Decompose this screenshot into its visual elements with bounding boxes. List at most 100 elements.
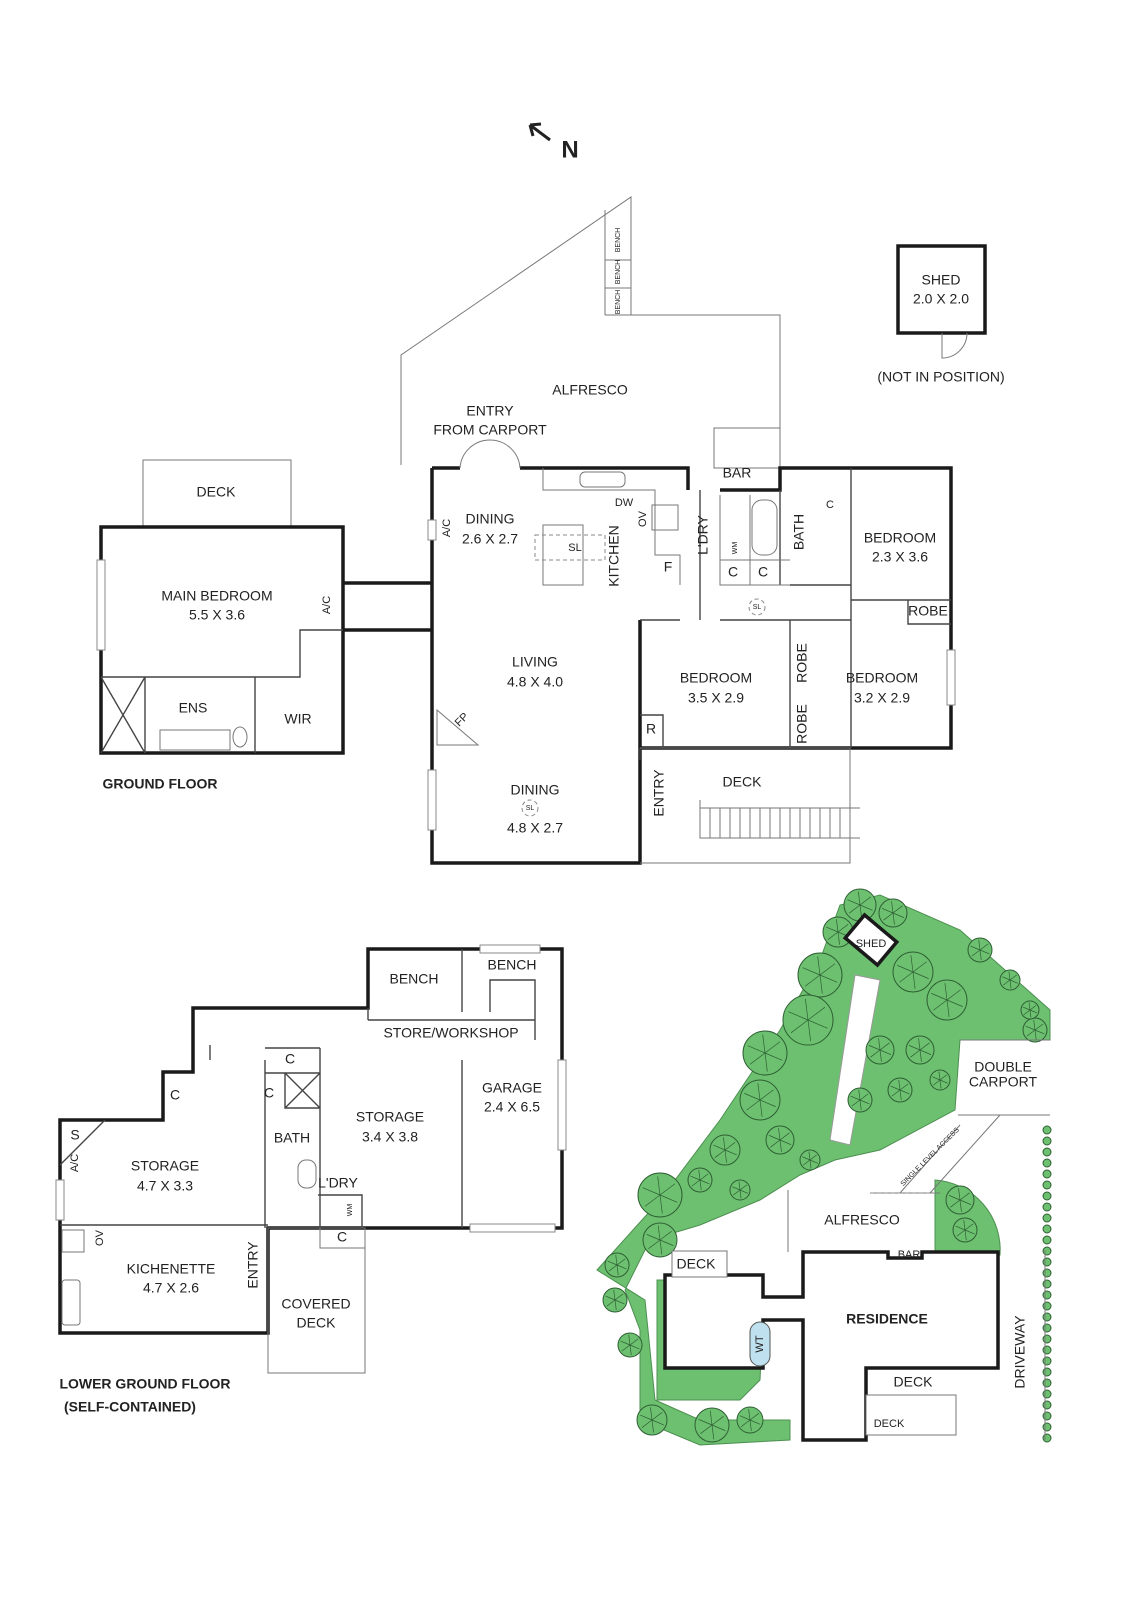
label-entry: ENTRY xyxy=(651,769,667,817)
hedge-shrub-icon xyxy=(1042,1367,1052,1377)
label-storage: STORAGE xyxy=(131,1158,199,1174)
label-bench: BENCH xyxy=(487,957,536,973)
label-cupboard: C xyxy=(826,499,834,511)
dims-living: 4.8 X 4.0 xyxy=(507,674,563,690)
label-wir: WIR xyxy=(284,711,311,727)
hedge-shrub-icon xyxy=(1042,1356,1052,1366)
label-shed: SHED xyxy=(922,272,961,288)
label-entry-carport: ENTRY xyxy=(466,403,514,419)
label-garage: GARAGE xyxy=(482,1080,542,1096)
lower-interior-walls xyxy=(59,949,536,1228)
label-ov: OV xyxy=(637,510,649,527)
label-shed: SHED xyxy=(856,938,887,950)
hedge-shrub-icon xyxy=(1042,1301,1052,1311)
label-deck: DECK xyxy=(197,484,237,500)
shed-walls xyxy=(896,244,987,335)
hedge-shrub-icon xyxy=(1042,1411,1052,1421)
hedge-shrub-icon xyxy=(1042,1125,1052,1135)
label-bar: BAR xyxy=(898,1249,921,1261)
dims-dining: 2.6 X 2.7 xyxy=(462,531,518,547)
label-sl: SL xyxy=(568,542,581,554)
deck-stairs xyxy=(700,807,860,838)
label-main-bedroom: MAIN BEDROOM xyxy=(161,588,272,604)
hedge-shrub-icon xyxy=(1042,1191,1052,1201)
front-deck xyxy=(640,747,860,864)
north-arrow-icon: N xyxy=(528,122,579,163)
hedge xyxy=(1042,1125,1052,1443)
label-bath: BATH xyxy=(274,1130,310,1146)
hedge-shrub-icon xyxy=(1042,1422,1052,1432)
label-alfresco: ALFRESCO xyxy=(824,1212,900,1228)
alfresco-outline xyxy=(400,196,781,468)
label-alfresco: ALFRESCO xyxy=(552,382,628,398)
dims-dining: 4.8 X 2.7 xyxy=(507,820,563,836)
hedge-shrub-icon xyxy=(1042,1235,1052,1245)
site-shed xyxy=(842,912,900,968)
shed-note: (NOT IN POSITION) xyxy=(877,369,1004,385)
label-dw: DW xyxy=(615,497,634,509)
label-laundry: L'DRY xyxy=(695,514,711,554)
label-sl: SL xyxy=(526,805,535,812)
label-entry-carport-2: FROM CARPORT xyxy=(433,422,547,438)
dims-shed: 2.0 X 2.0 xyxy=(913,291,969,307)
label-deck: DECK xyxy=(723,774,763,790)
entry-door xyxy=(459,439,521,469)
hedge-shrub-icon xyxy=(1042,1323,1052,1333)
label-r: R xyxy=(646,721,656,737)
label-covered-deck: COVERED xyxy=(281,1296,350,1312)
label-bench: BENCH xyxy=(389,971,438,987)
label-bench: BENCH xyxy=(615,260,622,285)
hedge-shrub-icon xyxy=(1042,1312,1052,1322)
sink-icon xyxy=(579,471,626,488)
ground-floor-plan: DECK MAIN BEDROOM 5.5 X 3.6 A/C ENS WIR … xyxy=(96,196,1005,865)
label-ac: A/C xyxy=(321,596,333,614)
label-storage: STORAGE xyxy=(356,1109,424,1125)
bathtub-icon xyxy=(751,499,778,556)
label-fridge: F xyxy=(664,559,673,575)
corridor-walls xyxy=(343,581,432,632)
dims-storage: 3.4 X 3.8 xyxy=(362,1129,418,1145)
interior-walls xyxy=(639,468,951,760)
label-laundry: L'DRY xyxy=(318,1175,358,1191)
label-bar: BAR xyxy=(723,465,752,481)
hedge-shrub-icon xyxy=(1042,1169,1052,1179)
dims-kitchenette: 4.7 X 2.6 xyxy=(143,1280,199,1296)
bench-outline xyxy=(604,210,631,316)
label-wm: WM xyxy=(732,542,739,555)
hedge-shrub-icon xyxy=(1042,1257,1052,1267)
hedge-shrub-icon xyxy=(1042,1334,1052,1344)
label-sl: SL xyxy=(753,604,762,611)
label-double-carport-2: CARPORT xyxy=(969,1074,1038,1090)
label-bath: BATH xyxy=(791,514,807,550)
label-bedroom: BEDROOM xyxy=(846,670,918,686)
dims-main-bedroom: 5.5 X 3.6 xyxy=(189,607,245,623)
label-s: S xyxy=(70,1127,79,1143)
label-bench: BENCH xyxy=(615,228,622,253)
label-bedroom: BEDROOM xyxy=(864,530,936,546)
bar-outline xyxy=(713,427,781,469)
hedge-shrub-icon xyxy=(1042,1279,1052,1289)
cooktop-icon xyxy=(651,504,679,531)
sink-icon xyxy=(61,1279,81,1326)
kitchen-island xyxy=(542,524,584,586)
label-ensuite: ENS xyxy=(179,700,208,716)
label-cupboard: C xyxy=(728,564,738,580)
label-cupboard: C xyxy=(337,1229,347,1245)
joinery-outline xyxy=(542,468,790,586)
ensuite-walls xyxy=(100,629,343,754)
lower-floor-title: LOWER GROUND FLOOR xyxy=(59,1376,230,1392)
label-deck: DECK xyxy=(677,1256,717,1272)
label-robe: ROBE xyxy=(794,643,810,683)
label-cupboard: C xyxy=(170,1087,180,1103)
lower-ground-floor-plan: BENCH BENCH STORE/WORKSHOP GARAGE 2.4 X … xyxy=(55,944,567,1415)
label-water-tank: WT xyxy=(754,1335,766,1352)
label-bedroom: BEDROOM xyxy=(680,670,752,686)
lower-floor-subtitle: (SELF-CONTAINED) xyxy=(64,1399,196,1415)
hedge-shrub-icon xyxy=(1042,1180,1052,1190)
hedge-shrub-icon xyxy=(1042,1158,1052,1168)
label-driveway: DRIVEWAY xyxy=(1012,1315,1028,1389)
dims-bedroom: 3.5 X 2.9 xyxy=(688,690,744,706)
label-cupboard: C xyxy=(758,564,768,580)
dims-bedroom: 2.3 X 3.6 xyxy=(872,549,928,565)
